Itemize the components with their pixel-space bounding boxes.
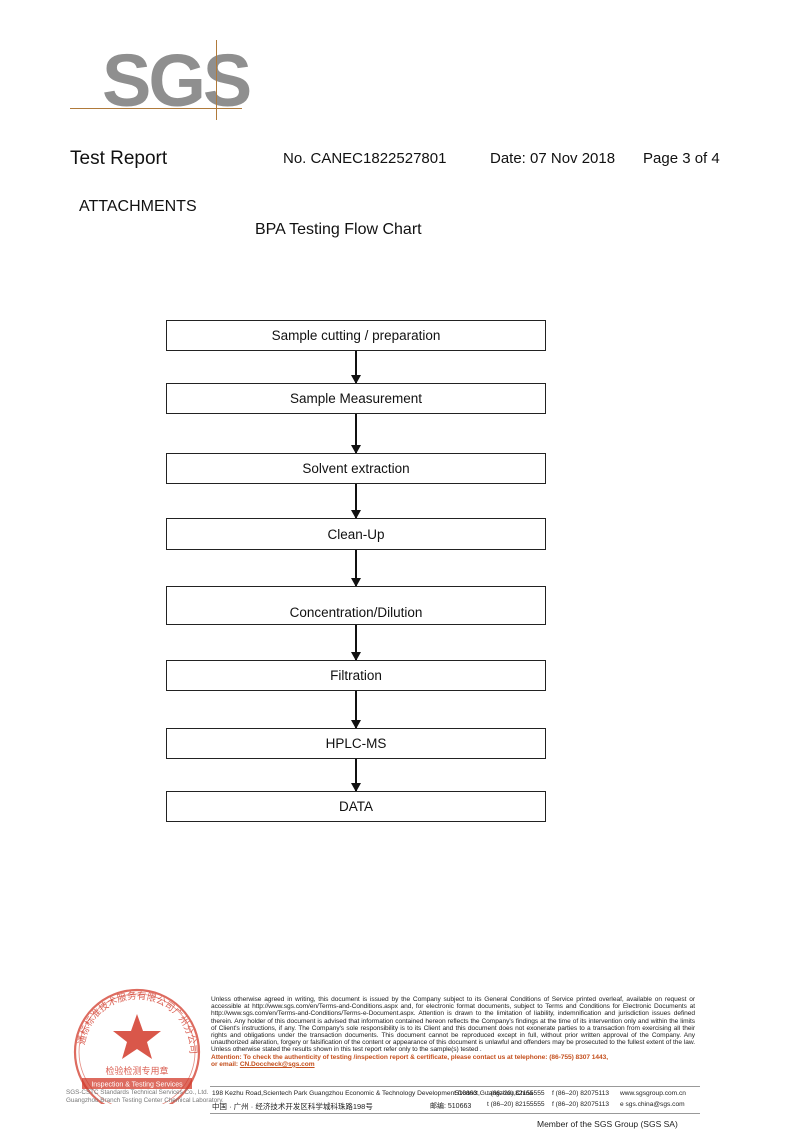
postcode-cn: 邮编: 510663 [430, 1103, 472, 1110]
flow-chart-title: BPA Testing Flow Chart [255, 221, 422, 238]
flow-step-5: Concentration/Dilution [166, 586, 546, 625]
disclaimer-text: Unless otherwise agreed in writing, this… [211, 996, 695, 1054]
flow-arrow [351, 484, 361, 519]
lab-name-line-2: Guangzhou Branch Testing Center Chemical… [66, 1097, 224, 1104]
fax-2: f (86–20) 82075113 [552, 1101, 610, 1108]
sgs-logo: SGS [66, 39, 252, 122]
flow-step-3: Solvent extraction [166, 453, 546, 484]
flow-step-label: Sample cutting / preparation [271, 328, 441, 343]
flow-step-6: Filtration [166, 660, 546, 691]
member-statement: Member of the SGS Group (SGS SA) [537, 1119, 678, 1129]
svg-text:Inspection & Testing Services: Inspection & Testing Services [91, 1082, 183, 1089]
footer-divider-bottom [210, 1113, 700, 1114]
section-title: ATTACHMENTS [79, 198, 197, 215]
page-number: Page 3 of 4 [643, 150, 720, 167]
telephone-2: t (86–20) 82155555 [487, 1101, 545, 1108]
footer-disclaimer: Unless otherwise agreed in writing, this… [211, 996, 695, 1068]
flow-step-label: DATA [338, 799, 373, 814]
flow-arrow [351, 691, 361, 729]
flow-step-2: Sample Measurement [166, 383, 546, 414]
flow-arrow [351, 414, 361, 454]
svg-text:检验检测专用章: 检验检测专用章 [105, 1065, 168, 1077]
flow-step-label: Clean-Up [327, 526, 385, 542]
flow-step-label: HPLC-MS [325, 736, 387, 751]
flow-step-7: HPLC-MS [166, 728, 546, 759]
logo-vertical-line [216, 40, 217, 120]
doccheck-email-link[interactable]: CN.Doccheck@sgs.com [239, 1060, 315, 1068]
flow-arrow [351, 625, 361, 661]
lab-name-line-1: SGS-CSTC Standards Technical Services Co… [66, 1089, 209, 1096]
flow-step-label: Sample Measurement [289, 391, 423, 406]
flow-arrow [351, 759, 361, 792]
flow-arrow [351, 351, 361, 384]
authenticity-email-line: or email: CN.Doccheck@sgs.com [211, 1061, 695, 1068]
flow-step-8: DATA [166, 791, 546, 822]
address-cn: 中国 · 广州 · 经济技术开发区科学城科珠路198号 [212, 1102, 373, 1111]
flow-step-label: Solvent extraction [302, 461, 410, 476]
inspection-seal-icon: 通标标准技术服务有限公司广州分公司 检验检测专用章 Inspection & T… [73, 988, 201, 1104]
flow-step-label: Concentration/Dilution [289, 605, 423, 620]
authenticity-notice: Attention: To check the authenticity of … [211, 1053, 609, 1061]
flow-arrow [351, 550, 361, 587]
footer-divider [210, 1086, 700, 1087]
email-link[interactable]: e sgs.china@sgs.com [620, 1101, 685, 1108]
report-title: Test Report [70, 148, 168, 169]
flow-step-label: Filtration [330, 668, 382, 683]
telephone: t (86–20) 82155555 [487, 1090, 545, 1097]
logo-text: SGS [102, 39, 252, 122]
address-en: 198 Kezhu Road,Scientech Park Guangzhou … [212, 1090, 533, 1097]
logo-underline [70, 108, 242, 109]
postcode-en: 510663 [455, 1090, 478, 1097]
fax: f (86–20) 82075113 [552, 1090, 610, 1097]
email-prefix: or email: [211, 1060, 240, 1068]
website-link[interactable]: www.sgsgroup.com.cn [620, 1090, 686, 1097]
report-number: No. CANEC1822527801 [283, 150, 447, 167]
flow-step-1: Sample cutting / preparation [166, 320, 546, 351]
flow-step-4: Clean-Up [166, 518, 546, 550]
report-date: Date: 07 Nov 2018 [490, 150, 616, 167]
